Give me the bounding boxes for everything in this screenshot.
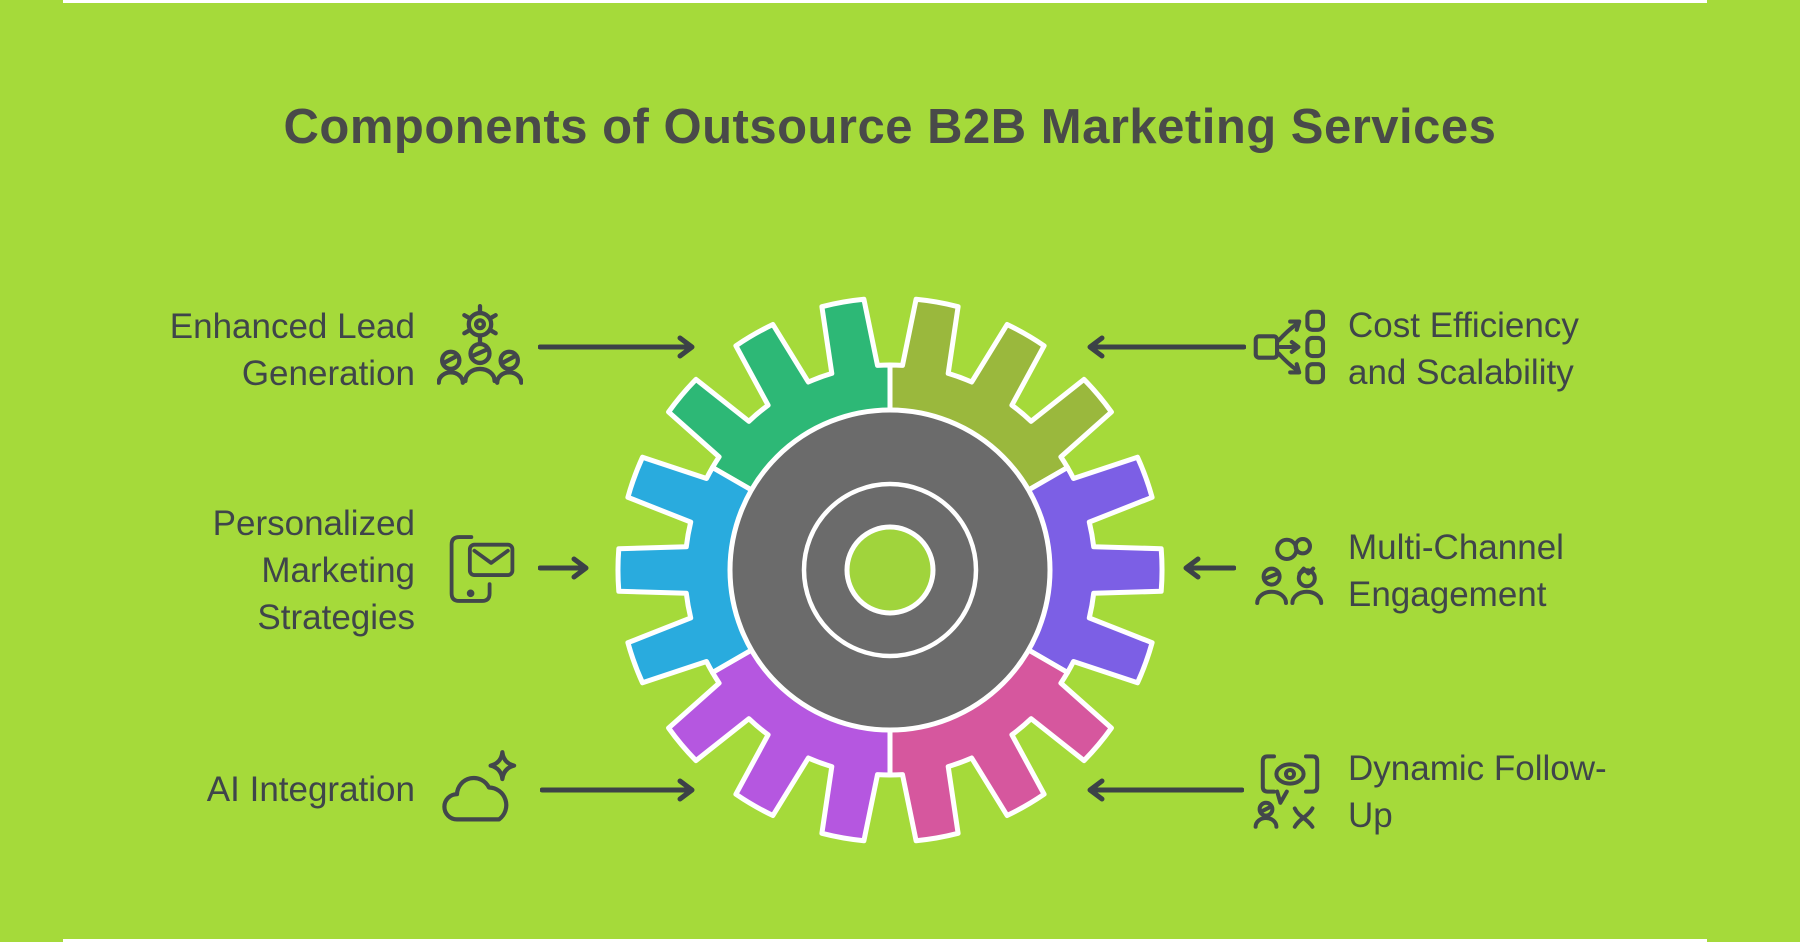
phone-mail-icon bbox=[444, 524, 520, 614]
arrow-right-icon bbox=[538, 554, 592, 582]
item-label-dynamic-follow-up: Dynamic Follow- Up bbox=[1348, 749, 1607, 835]
arrow-left-icon bbox=[1180, 554, 1236, 582]
eye-speech-people-icon bbox=[1250, 744, 1330, 836]
gear-diagram bbox=[615, 296, 1165, 844]
arrow-right-icon bbox=[538, 333, 698, 361]
arrow-left-icon bbox=[1084, 333, 1246, 361]
item-label-enhanced-lead-generation: Enhanced Lead Generation bbox=[169, 307, 415, 393]
top-border-line bbox=[63, 0, 1707, 3]
item-label-cost-efficiency: Cost Efficiency and Scalability bbox=[1348, 306, 1579, 392]
cloud-sparkle-icon bbox=[436, 746, 520, 834]
gear-hub bbox=[801, 481, 979, 659]
distribution-icon bbox=[1250, 304, 1332, 390]
gear-people-icon bbox=[437, 300, 523, 388]
item-label-ai-integration: AI Integration bbox=[206, 770, 415, 809]
item-label-multi-channel: Multi-Channel Engagement bbox=[1348, 528, 1564, 614]
bottom-border-line bbox=[63, 939, 1707, 942]
item-label-personalized-marketing: Personalized Marketing Strategies bbox=[212, 504, 415, 637]
arrow-right-icon bbox=[540, 776, 698, 804]
arrow-left-icon bbox=[1084, 776, 1244, 804]
people-link-icon bbox=[1254, 526, 1334, 616]
gear-hub bbox=[844, 524, 936, 616]
page-title: Components of Outsource B2B Marketing Se… bbox=[283, 100, 1497, 154]
